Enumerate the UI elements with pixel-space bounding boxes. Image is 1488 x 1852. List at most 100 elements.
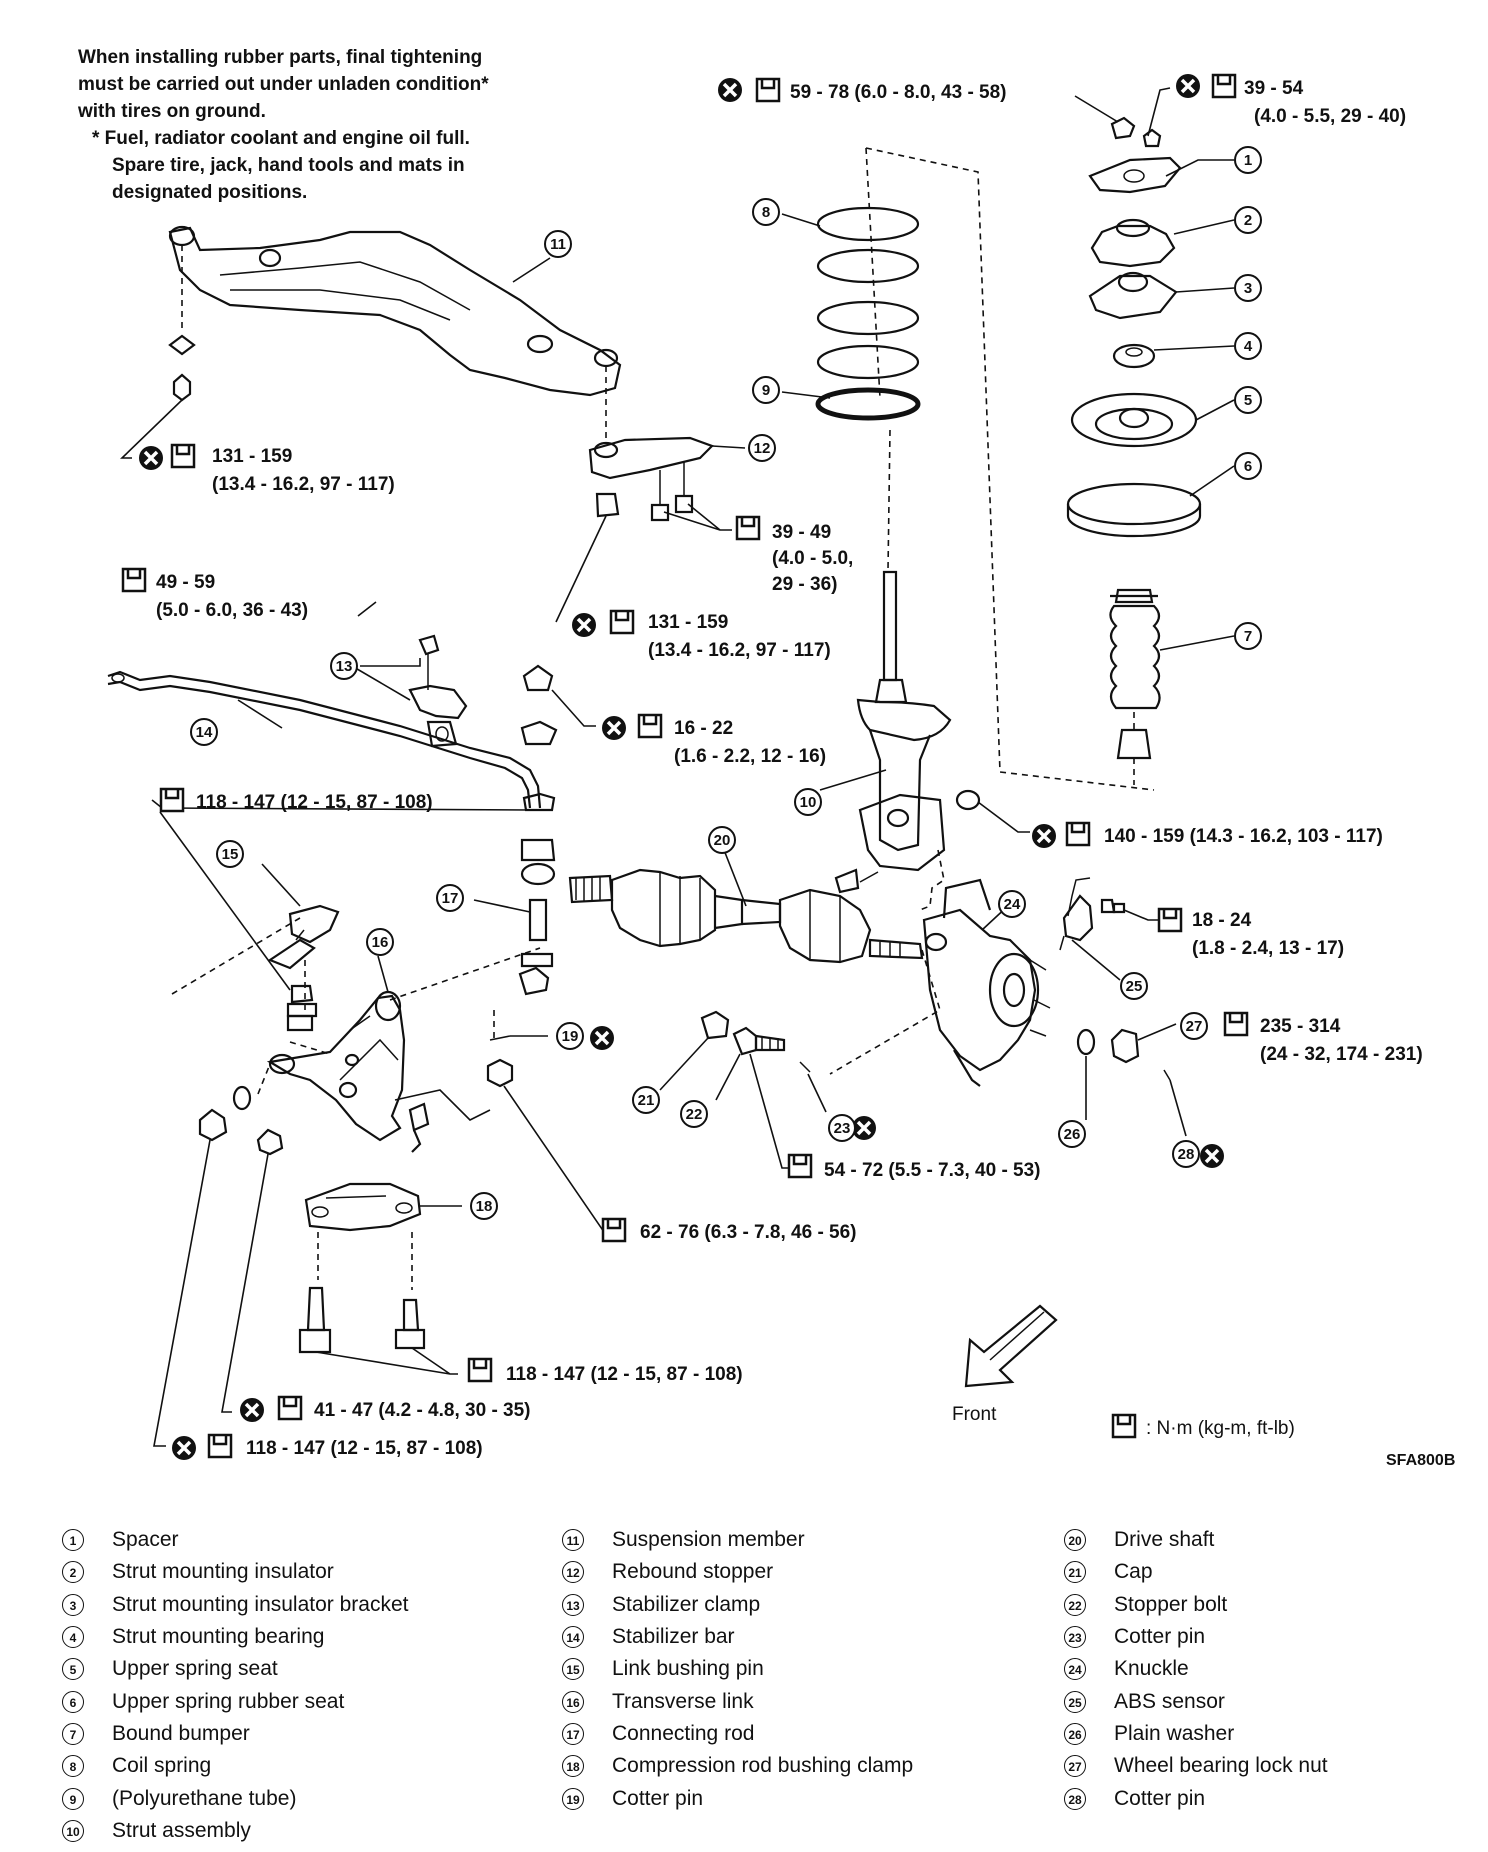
callout-circle bbox=[632, 1086, 660, 1114]
torque-value: 18 - 24 bbox=[1192, 910, 1252, 931]
callout-circle bbox=[556, 1022, 584, 1050]
torque-value: 39 - 49 bbox=[772, 522, 831, 543]
note-line: must be carried out under unladen condit… bbox=[78, 74, 489, 95]
callout-number: 16 bbox=[372, 934, 389, 951]
callout-number: 20 bbox=[714, 832, 731, 849]
torque-value: 131 - 159 bbox=[212, 446, 292, 467]
connecting-rod-stack bbox=[518, 664, 558, 996]
torque-value: 140 - 159 (14.3 - 16.2, 103 - 117) bbox=[1104, 826, 1383, 847]
callout-number: 12 bbox=[754, 440, 771, 457]
callout-number: 13 bbox=[336, 658, 353, 675]
callout-number: 11 bbox=[550, 236, 566, 253]
callout-number: 5 bbox=[1244, 392, 1252, 409]
callout-number: 3 bbox=[1244, 280, 1252, 297]
callout-circle bbox=[998, 890, 1026, 918]
torque-value: 131 - 159 bbox=[648, 612, 728, 633]
callout-number: 23 bbox=[834, 1120, 851, 1137]
torque-value: 49 - 59 bbox=[156, 572, 215, 593]
torque-value: (4.0 - 5.0, bbox=[772, 548, 853, 569]
note-line: * Fuel, radiator coolant and engine oil … bbox=[92, 128, 470, 149]
callout-number: 28 bbox=[1178, 1146, 1195, 1163]
suspension-member bbox=[168, 225, 622, 402]
torque-value: 29 - 36) bbox=[772, 574, 837, 595]
unit-label: : N·m (kg-m, ft-lb) bbox=[1146, 1418, 1295, 1439]
callout-number: 19 bbox=[562, 1028, 579, 1045]
link-bushing-pin bbox=[267, 904, 340, 970]
torque-value: 41 - 47 (4.2 - 4.8, 30 - 35) bbox=[314, 1400, 531, 1421]
callout-number: 4 bbox=[1244, 338, 1253, 355]
callout-circle bbox=[752, 198, 780, 226]
note-line: designated positions. bbox=[112, 182, 308, 203]
callout-circle bbox=[1058, 1120, 1086, 1148]
callout-number: 26 bbox=[1064, 1126, 1081, 1143]
strut-mount-stack bbox=[1066, 156, 1202, 785]
torque-value: (24 - 32, 174 - 231) bbox=[1260, 1044, 1423, 1065]
callout-number: 18 bbox=[476, 1198, 493, 1215]
callout-number: 10 bbox=[800, 794, 817, 811]
callout-circle bbox=[1234, 206, 1262, 234]
rebound-stopper bbox=[588, 436, 714, 522]
torque-value: (1.8 - 2.4, 13 - 17) bbox=[1192, 938, 1344, 959]
callout-number: 27 bbox=[1186, 1018, 1203, 1035]
callout-circle bbox=[1234, 146, 1262, 174]
stabilizer-clamp bbox=[408, 634, 468, 748]
torque-value: 59 - 78 (6.0 - 8.0, 43 - 58) bbox=[790, 82, 1007, 103]
torque-value: 235 - 314 bbox=[1260, 1016, 1341, 1037]
torque-value: 118 - 147 (12 - 15, 87 - 108) bbox=[506, 1364, 743, 1385]
torque-value: 62 - 76 (6.3 - 7.8, 46 - 56) bbox=[640, 1222, 857, 1243]
callout-number: 2 bbox=[1244, 212, 1252, 229]
torque-value: (1.6 - 2.2, 12 - 16) bbox=[674, 746, 826, 767]
front-label: Front bbox=[952, 1404, 997, 1425]
callout-number: 15 bbox=[222, 846, 239, 863]
figure-code: SFA800B bbox=[1386, 1452, 1456, 1469]
torque-value: (13.4 - 16.2, 97 - 117) bbox=[212, 474, 395, 495]
strut-assembly bbox=[834, 570, 981, 894]
callout-number: 9 bbox=[762, 382, 770, 399]
callout-number: 17 bbox=[442, 890, 459, 907]
compression-rod-bushing-clamp bbox=[304, 1182, 422, 1232]
torque-value: 118 - 147 (12 - 15, 87 - 108) bbox=[246, 1438, 483, 1459]
torque-value: 118 - 147 (12 - 15, 87 - 108) bbox=[196, 792, 433, 813]
callout-circle bbox=[1234, 274, 1262, 302]
callout-circle bbox=[330, 652, 358, 680]
callout-number: 8 bbox=[762, 204, 770, 221]
torque-value: 54 - 72 (5.5 - 7.3, 40 - 53) bbox=[824, 1160, 1041, 1181]
callout-circle bbox=[794, 788, 822, 816]
callout-circle bbox=[1234, 332, 1262, 360]
front-arrow-icon bbox=[964, 1304, 1058, 1388]
callout-number: 22 bbox=[686, 1106, 703, 1123]
callout-circle bbox=[708, 826, 736, 854]
torque-value: (13.4 - 16.2, 97 - 117) bbox=[648, 640, 831, 661]
callout-circle bbox=[190, 718, 218, 746]
callout-circle bbox=[752, 376, 780, 404]
callout-circle bbox=[1172, 1140, 1200, 1168]
torque-value: 16 - 22 bbox=[674, 718, 733, 739]
coil-spring bbox=[815, 206, 921, 421]
callout-circle bbox=[470, 1192, 498, 1220]
callout-circle bbox=[680, 1100, 708, 1128]
callout-number: 24 bbox=[1004, 896, 1021, 913]
callout-circle bbox=[828, 1114, 856, 1142]
